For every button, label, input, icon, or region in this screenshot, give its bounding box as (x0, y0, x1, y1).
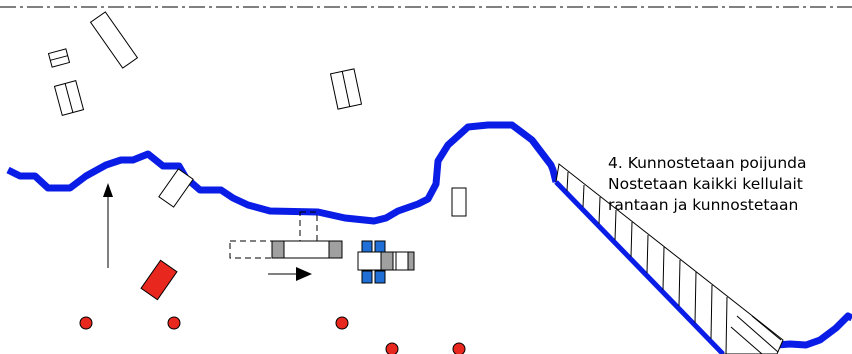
caption-line-3: rantaan ja kunnostetaan (608, 196, 799, 214)
buoy (79, 316, 93, 330)
building-rotated (89, 11, 139, 69)
buoy (452, 342, 466, 354)
building-small (47, 48, 71, 68)
step-caption: 4. Kunnostetaan poijunda Nostetaan kaikk… (608, 153, 852, 216)
building-double (53, 80, 85, 116)
shoreline-east (776, 312, 852, 349)
shoreline (6, 121, 560, 225)
caption-line-1: 4. Kunnostetaan poijunda (608, 154, 807, 172)
boat-ramp (554, 163, 784, 354)
red-boat (140, 259, 178, 301)
shore-shed (451, 187, 467, 217)
shore-boat (158, 168, 194, 208)
arrow-right-icon (268, 267, 312, 281)
caption-line-2: Nostetaan kaikki kellulait (608, 175, 803, 193)
buoy (167, 316, 181, 330)
pier-segment (271, 240, 343, 259)
pontoon-raft (357, 240, 415, 284)
arrow-up-icon (103, 183, 113, 268)
buoy (335, 316, 349, 330)
building-double-right (329, 68, 363, 110)
buoy (385, 342, 399, 354)
